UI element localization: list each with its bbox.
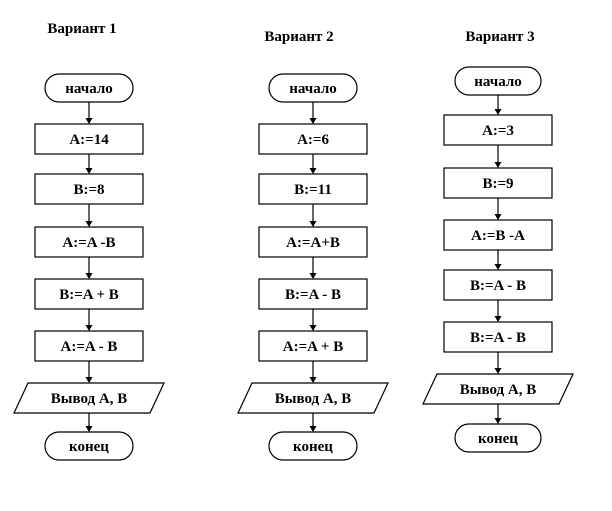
node-label: B:=A - B bbox=[285, 287, 341, 303]
variant-title: Вариант 2 bbox=[264, 29, 333, 45]
node-label: начало bbox=[65, 81, 113, 97]
terminal-shape bbox=[454, 423, 542, 453]
node-label: A:=6 bbox=[297, 132, 329, 148]
node-label: A:=3 bbox=[482, 123, 514, 139]
terminal-node: начало bbox=[454, 66, 542, 96]
terminal-node: начало bbox=[268, 73, 358, 103]
io-node: Вывод A, B bbox=[13, 382, 165, 414]
node-label: начало bbox=[289, 81, 337, 97]
flow-arrow bbox=[309, 102, 317, 124]
node-label: A:=A -B bbox=[62, 235, 115, 251]
flow-arrow bbox=[85, 102, 93, 124]
node-label: A:=A - B bbox=[61, 339, 118, 355]
node-label: начало bbox=[474, 74, 522, 90]
process-node: A:=14 bbox=[34, 123, 144, 155]
process-node: A:=6 bbox=[258, 123, 368, 155]
process-shape bbox=[34, 123, 144, 155]
io-shape bbox=[13, 382, 165, 414]
flow-arrow bbox=[85, 204, 93, 227]
io-node: Вывод A, B bbox=[422, 373, 574, 405]
node-label: B:=A - B bbox=[470, 278, 526, 294]
flow-arrow bbox=[309, 257, 317, 279]
terminal-node: конец bbox=[454, 423, 542, 453]
node-label: Вывод A, B bbox=[460, 382, 536, 398]
process-node: B:=A - B bbox=[443, 269, 553, 301]
flow-arrow bbox=[494, 250, 502, 270]
process-shape bbox=[443, 269, 553, 301]
io-node: Вывод A, B bbox=[237, 382, 389, 414]
process-node: B:=A + B bbox=[34, 278, 144, 310]
node-label: Вывод A, B bbox=[51, 391, 127, 407]
flow-arrow bbox=[494, 198, 502, 220]
variant-title: Вариант 1 bbox=[47, 21, 116, 37]
node-label: конец bbox=[69, 439, 109, 455]
process-shape bbox=[258, 123, 368, 155]
process-shape bbox=[34, 226, 144, 258]
process-node: B:=8 bbox=[34, 173, 144, 205]
node-label: конец bbox=[293, 439, 333, 455]
flow-arrow bbox=[494, 145, 502, 168]
process-shape bbox=[258, 330, 368, 362]
process-node: A:=3 bbox=[443, 114, 553, 146]
node-label: B:=8 bbox=[73, 182, 104, 198]
flow-arrow bbox=[494, 404, 502, 424]
process-shape bbox=[443, 114, 553, 146]
process-node: B:=9 bbox=[443, 167, 553, 199]
process-node: B:=A - B bbox=[443, 321, 553, 353]
variant-title: Вариант 3 bbox=[465, 29, 534, 45]
process-node: B:=11 bbox=[258, 173, 368, 205]
process-node: B:=A - B bbox=[258, 278, 368, 310]
node-label: A:=A+B bbox=[286, 235, 340, 251]
terminal-node: начало bbox=[44, 73, 134, 103]
flow-arrow bbox=[494, 352, 502, 374]
flow-arrow bbox=[309, 154, 317, 174]
node-label: B:=9 bbox=[482, 176, 513, 192]
process-node: A:=A + B bbox=[258, 330, 368, 362]
flow-arrow bbox=[309, 204, 317, 227]
flow-arrow bbox=[85, 413, 93, 432]
process-shape bbox=[258, 278, 368, 310]
node-label: B:=A + B bbox=[59, 287, 119, 303]
process-shape bbox=[443, 321, 553, 353]
terminal-shape bbox=[44, 431, 134, 461]
flow-arrow bbox=[309, 413, 317, 432]
flow-arrow bbox=[85, 309, 93, 331]
io-shape bbox=[237, 382, 389, 414]
flow-arrow bbox=[85, 257, 93, 279]
node-label: A:=A + B bbox=[283, 339, 343, 355]
process-shape bbox=[443, 167, 553, 199]
node-label: Вывод A, B bbox=[275, 391, 351, 407]
process-node: A:=A - B bbox=[34, 330, 144, 362]
flow-arrow bbox=[309, 309, 317, 331]
node-label: A:=B -A bbox=[471, 228, 525, 244]
node-label: B:=11 bbox=[294, 182, 332, 198]
process-node: A:=B -A bbox=[443, 219, 553, 251]
flow-arrow bbox=[85, 361, 93, 383]
flow-arrow bbox=[309, 361, 317, 383]
process-shape bbox=[258, 173, 368, 205]
process-node: A:=A+B bbox=[258, 226, 368, 258]
node-label: конец bbox=[478, 431, 518, 447]
flow-arrow bbox=[494, 95, 502, 115]
terminal-shape bbox=[268, 431, 358, 461]
node-label: B:=A - B bbox=[470, 330, 526, 346]
node-label: A:=14 bbox=[69, 132, 109, 148]
terminal-node: конец bbox=[268, 431, 358, 461]
io-shape bbox=[422, 373, 574, 405]
terminal-node: конец bbox=[44, 431, 134, 461]
flow-arrow bbox=[85, 154, 93, 174]
process-node: A:=A -B bbox=[34, 226, 144, 258]
flow-arrow bbox=[494, 300, 502, 322]
process-shape bbox=[34, 330, 144, 362]
